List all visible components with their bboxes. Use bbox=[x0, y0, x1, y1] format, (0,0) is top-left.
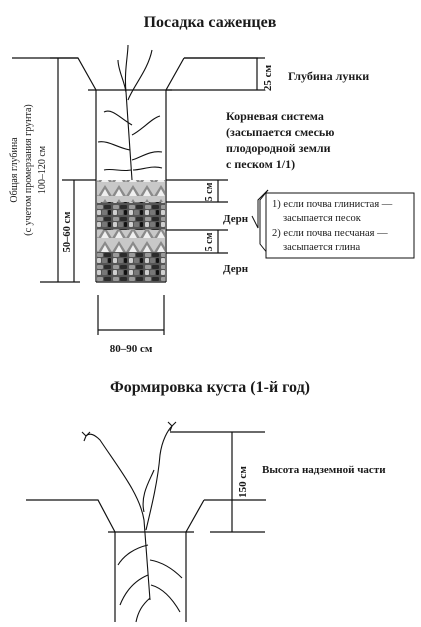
sod-layer-bottom bbox=[97, 252, 165, 282]
layer-thickness-bottom: 5 см bbox=[204, 232, 215, 251]
svg-text:(засыпается смесью: (засыпается смесью bbox=[226, 125, 334, 139]
section2-title: Формировка куста (1-й год) bbox=[110, 379, 310, 396]
root-system-caption: Корневая система (засыпается смесью плод… bbox=[226, 109, 334, 171]
svg-text:1) если почва глинистая —: 1) если почва глинистая — bbox=[272, 199, 393, 210]
svg-text:Общая глубина: Общая глубина bbox=[9, 137, 20, 203]
svg-text:засыпается песок: засыпается песок bbox=[283, 213, 362, 224]
section1-title: Посадка саженцев bbox=[144, 14, 277, 31]
pit-depth-caption: Глубина лунки bbox=[288, 69, 369, 83]
drainage-layers bbox=[97, 180, 165, 282]
sod-label-bottom: Дерн bbox=[223, 263, 249, 275]
seedling-icon bbox=[97, 44, 163, 181]
svg-text:Корневая система: Корневая система bbox=[226, 109, 324, 123]
pit-depth-value: 25 см bbox=[262, 64, 274, 91]
pit-width-label: 80–90 см bbox=[110, 343, 153, 355]
total-depth-caption: Общая глубина (с учетом промерзания грун… bbox=[9, 104, 48, 235]
bush-height-value: 150 см bbox=[237, 466, 249, 498]
svg-text:(с учетом промерзания грунта): (с учетом промерзания грунта) bbox=[23, 104, 34, 235]
svg-text:100–120 см: 100–120 см bbox=[37, 145, 48, 194]
pit-outline bbox=[12, 57, 265, 335]
svg-text:с песком 1/1): с песком 1/1) bbox=[226, 157, 295, 171]
sod-label-top: Дерн bbox=[223, 213, 249, 225]
sod-layer-top bbox=[97, 202, 165, 230]
ground-outline-2 bbox=[26, 431, 266, 622]
sand-clay-layer-bottom bbox=[97, 230, 165, 252]
soil-note: 1) если почва глинистая — засыпается пес… bbox=[251, 189, 415, 259]
bush-icon bbox=[81, 421, 183, 623]
bush-height-caption: Высота надземной части bbox=[262, 464, 386, 476]
depth-50-60-label: 50–60 см bbox=[62, 212, 73, 253]
layer-thickness-top: 5 см bbox=[204, 182, 215, 201]
sand-clay-layer-top bbox=[97, 180, 165, 202]
svg-text:плодородной земли: плодородной земли bbox=[226, 141, 331, 155]
svg-text:засыпается глина: засыпается глина bbox=[283, 242, 361, 253]
svg-text:2) если почва песчаная —: 2) если почва песчаная — bbox=[272, 228, 388, 239]
